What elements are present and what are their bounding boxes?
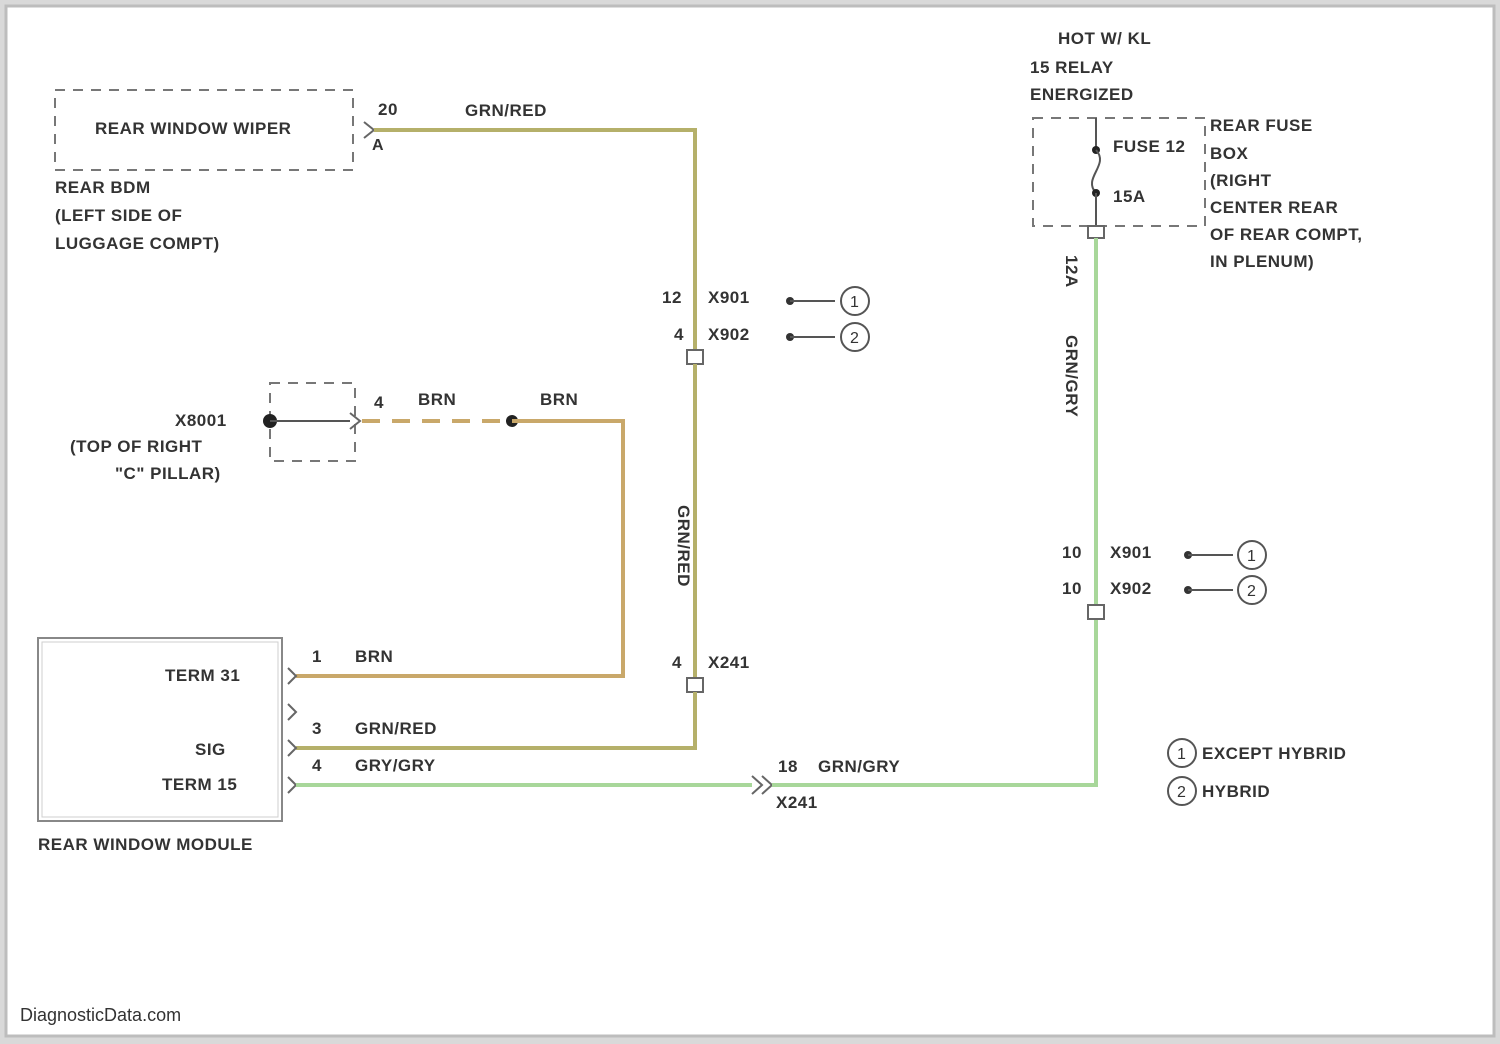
x-top-id-a: X901: [708, 288, 750, 307]
x-mid-id: X241: [708, 653, 750, 672]
bottom-connector-id: X241: [776, 793, 818, 812]
power-hot-line1: HOT W/ KL: [1058, 29, 1151, 48]
fuse-name: FUSE 12: [1113, 137, 1185, 156]
x-right-connector-mark: [1088, 605, 1104, 619]
legend-label-1: EXCEPT HYBRID: [1202, 744, 1346, 763]
fuse-pin: 12A: [1062, 255, 1081, 288]
module-pin1-color: BRN: [355, 647, 393, 666]
legend-code-1: 1: [1177, 746, 1186, 763]
fuse-box-line2: BOX: [1210, 144, 1249, 163]
legend-code-2: 2: [1177, 784, 1186, 801]
wire-top-color-label: GRN/RED: [465, 101, 547, 120]
x-right-pin-a: 10: [1062, 543, 1082, 562]
ground-wire-label-a: BRN: [418, 390, 456, 409]
module-pin4-color: GRY/GRY: [355, 756, 436, 775]
diagram-paper: [6, 6, 1494, 1036]
module-title: REAR WINDOW MODULE: [38, 835, 253, 854]
wiper-label: REAR WINDOW WIPER: [95, 119, 291, 138]
wiper-location-line1: REAR BDM: [55, 178, 151, 197]
wiper-location-line3: LUGGAGE COMPT): [55, 234, 220, 253]
x-right-id-a: X901: [1110, 543, 1152, 562]
x-right-pin-b: 10: [1062, 579, 1082, 598]
x-top-pin-a: 12: [662, 288, 682, 307]
x-top-id-b: X902: [708, 325, 750, 344]
x-right-code-b: 2: [1247, 583, 1256, 600]
fuse-box-line3: (RIGHT: [1210, 171, 1272, 190]
fuse-box-line1: REAR FUSE: [1210, 116, 1313, 135]
module-pin4: 4: [312, 756, 322, 775]
wiper-location-line2: (LEFT SIDE OF: [55, 206, 182, 225]
x-mid-connector-mark: [687, 678, 703, 692]
ground-pin: 4: [374, 393, 384, 412]
module-sig: SIG: [195, 740, 226, 759]
power-wire-label: GRN/GRY: [1062, 335, 1081, 417]
module-pin3: 3: [312, 719, 322, 738]
fuse-amp: 15A: [1113, 187, 1146, 206]
ground-id: X8001: [175, 411, 227, 430]
ground-location-line1: (TOP OF RIGHT: [70, 437, 203, 456]
power-hot-line3: ENERGIZED: [1030, 85, 1134, 104]
x-right-id-b: X902: [1110, 579, 1152, 598]
x-top-pin-b: 4: [674, 325, 684, 344]
bottom-connector-pin: 18: [778, 757, 798, 776]
x-top-connector-mark: [687, 350, 703, 364]
fuse-box-line5: OF REAR COMPT,: [1210, 225, 1362, 244]
module-pin3-color: GRN/RED: [355, 719, 437, 738]
module-term31: TERM 31: [165, 666, 240, 685]
legend-label-2: HYBRID: [1202, 782, 1270, 801]
x-top-code-b: 2: [850, 330, 859, 347]
fuse-box-line4: CENTER REAR: [1210, 198, 1338, 217]
bottom-connector-color: GRN/GRY: [818, 757, 900, 776]
module-term15: TERM 15: [162, 775, 237, 794]
watermark: DiagnosticData.com: [20, 1005, 181, 1025]
wiper-pin-top: 20: [378, 100, 398, 119]
vertical-wire-label: GRN/RED: [674, 505, 693, 587]
fuse-box-line6: IN PLENUM): [1210, 252, 1314, 271]
x-right-code-a: 1: [1247, 548, 1256, 565]
power-hot-line2: 15 RELAY: [1030, 58, 1114, 77]
module-pin1: 1: [312, 647, 322, 666]
fuse-pin-mark: [1088, 226, 1104, 238]
module-box: [38, 638, 282, 821]
x-top-code-a: 1: [850, 294, 859, 311]
wiper-pin-bottom: A: [372, 137, 384, 154]
ground-location-line2: "C" PILLAR): [115, 464, 221, 483]
ground-wire-label-b: BRN: [540, 390, 578, 409]
x-mid-pin: 4: [672, 653, 682, 672]
